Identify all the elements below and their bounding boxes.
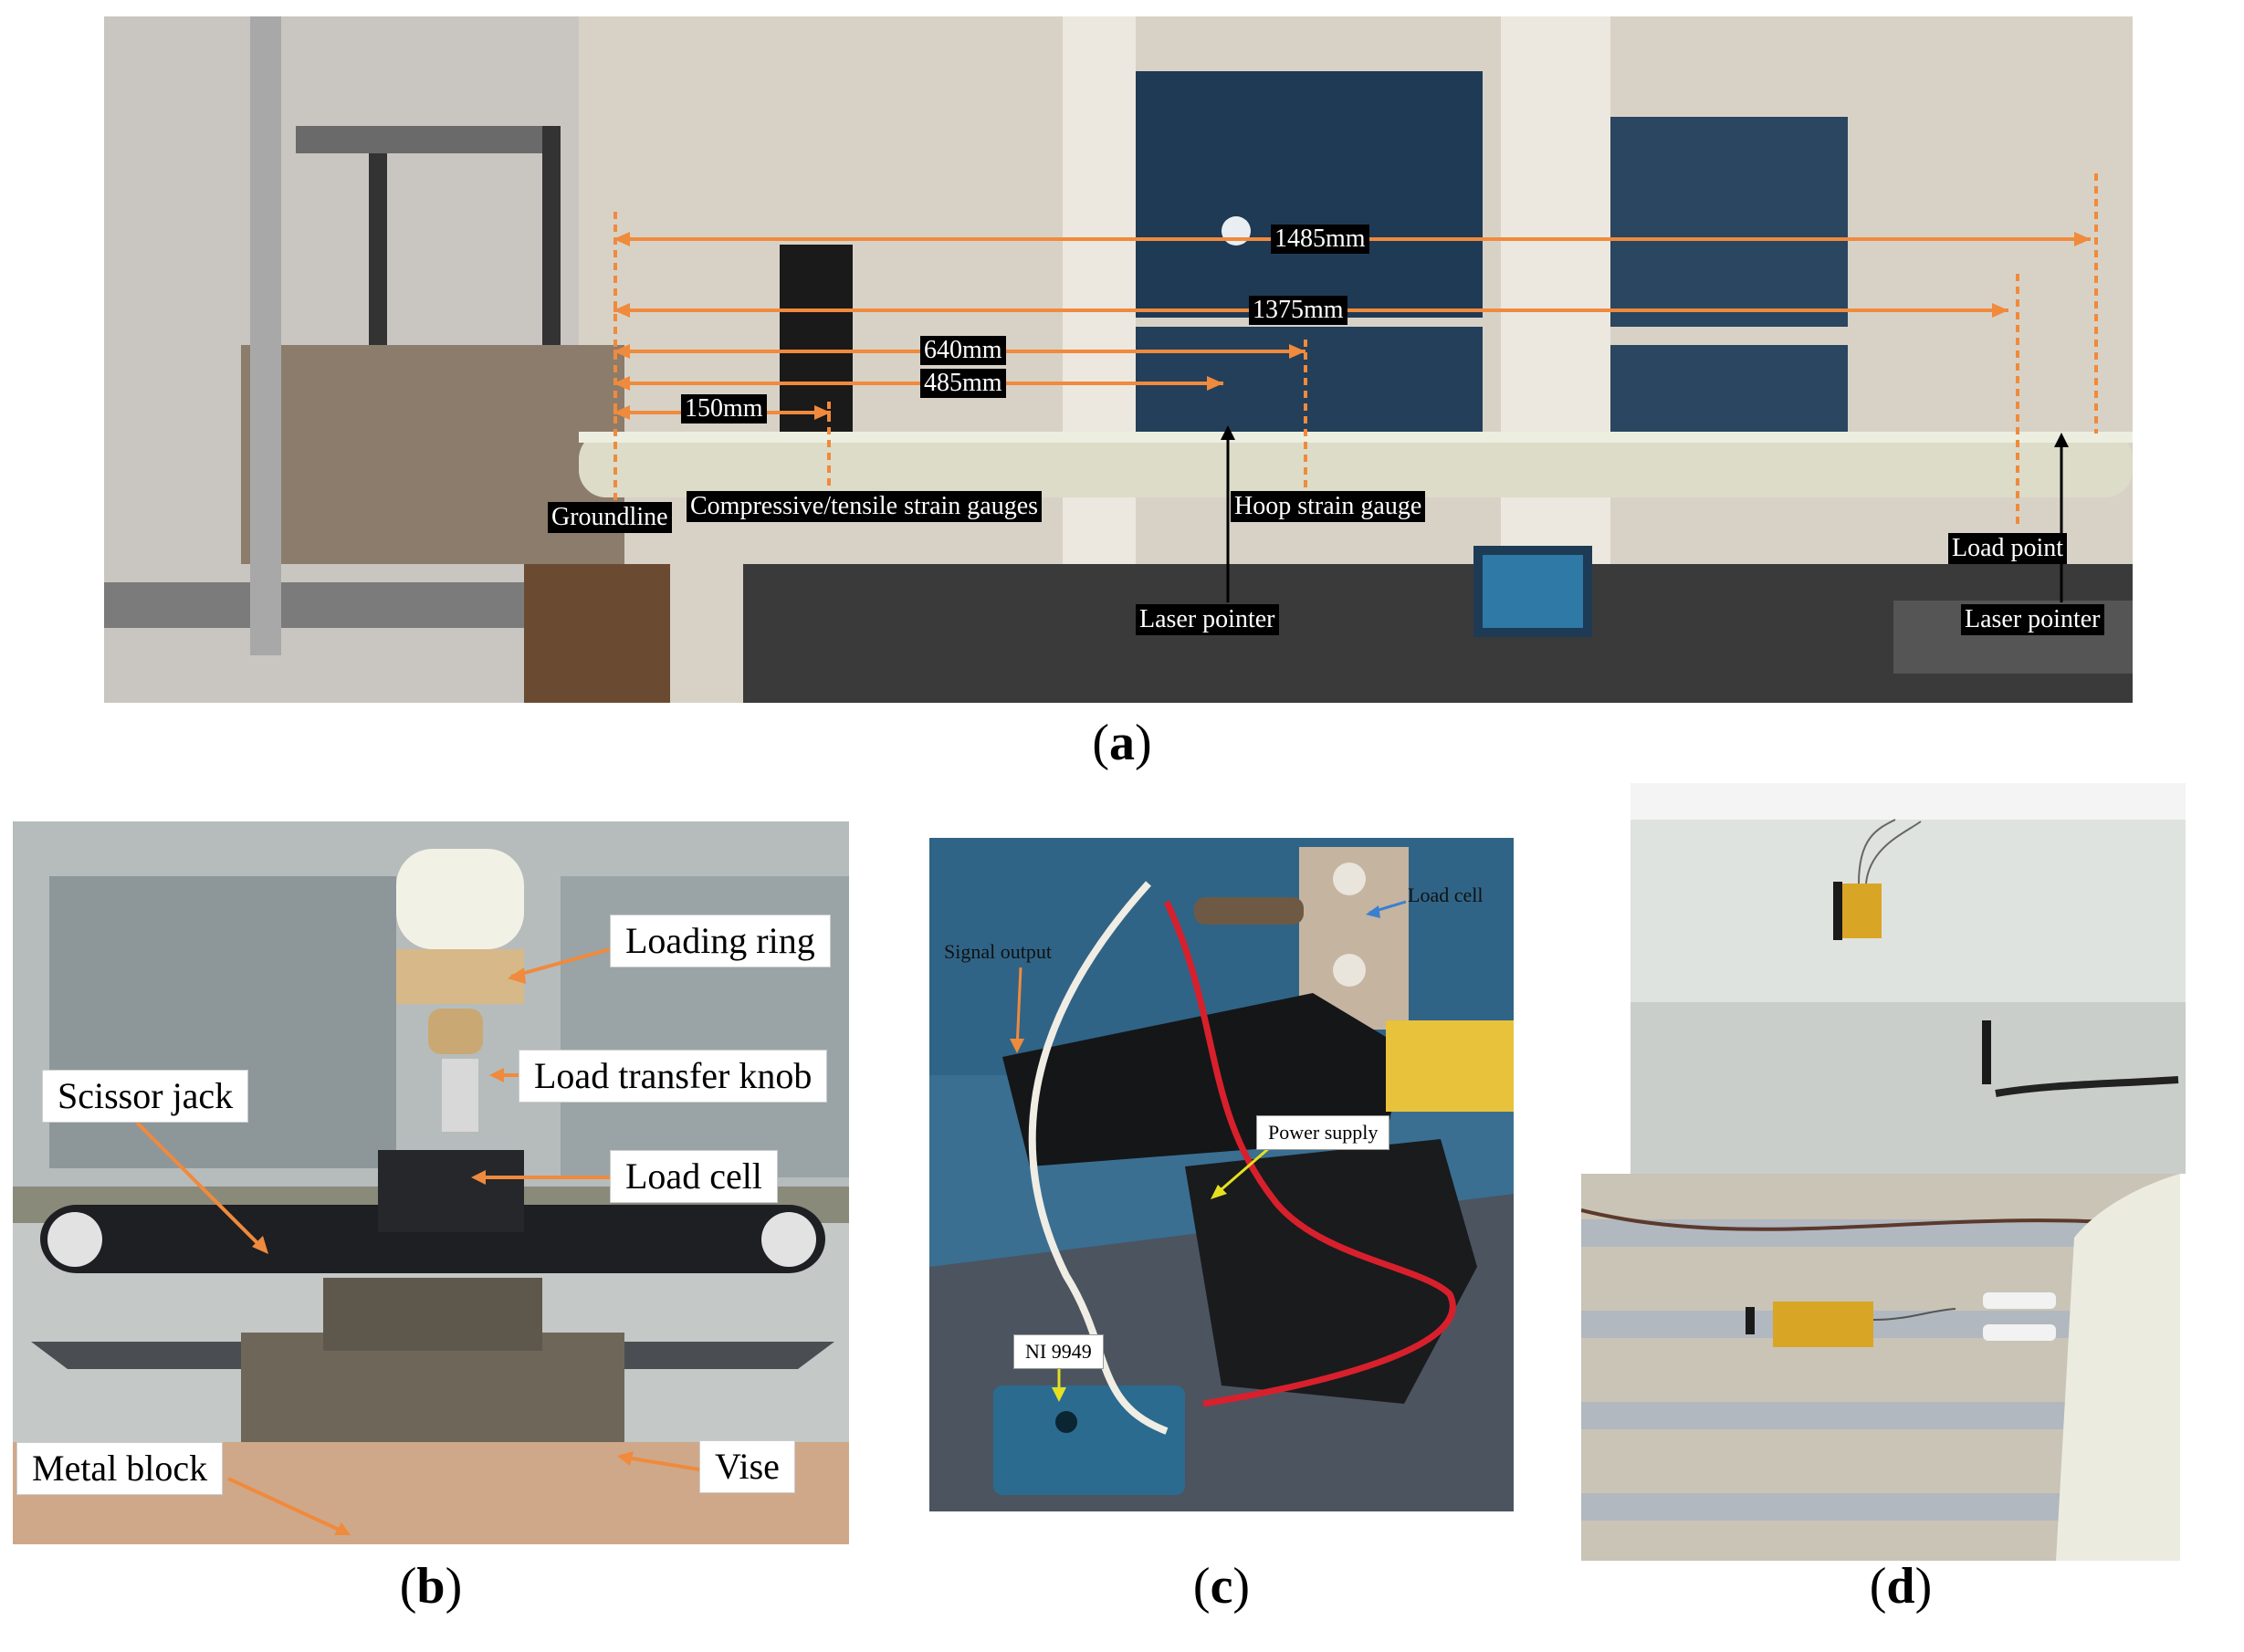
dimension-label-485mm: 485mm xyxy=(920,369,1006,398)
strain-gauges-label: Compressive/tensile strain gauges xyxy=(687,491,1043,522)
caption-c: (c) xyxy=(1192,1558,1251,1615)
laser-pointer-label-2: Laser pointer xyxy=(1961,604,2104,635)
groundline-label: Groundline xyxy=(548,502,672,533)
panel-a-photo xyxy=(104,16,2133,703)
load-cell-wiring-illustration xyxy=(929,838,1514,1511)
hoop-gauge-label: Hoop strain gauge xyxy=(1231,491,1426,522)
caption-b: (b) xyxy=(399,1558,463,1615)
ni-module-label: NI 9949 xyxy=(1013,1334,1104,1369)
scissor-jack-label: Scissor jack xyxy=(42,1070,249,1123)
load-cell-label-c: Load cell xyxy=(1408,884,1484,906)
laser-pointer-label-1: Laser pointer xyxy=(1136,604,1279,635)
caption-a: (a) xyxy=(1092,715,1152,771)
dimension-label-640mm: 640mm xyxy=(920,336,1006,365)
vise-label: Vise xyxy=(699,1440,795,1493)
metal-block-label: Metal block xyxy=(16,1442,224,1495)
dimension-label-1375mm: 1375mm xyxy=(1249,296,1347,325)
strain-gauge-top-illustration xyxy=(1631,783,2186,1174)
power-supply-label: Power supply xyxy=(1256,1115,1390,1150)
strain-gauge-bottom-illustration xyxy=(1581,1174,2180,1561)
load-transfer-knob-label: Load transfer knob xyxy=(519,1050,828,1103)
loading-ring-label: Loading ring xyxy=(610,915,831,967)
panel-d-top-photo xyxy=(1631,783,2186,1174)
dimension-label-150mm: 150mm xyxy=(681,394,767,423)
caption-d: (d) xyxy=(1869,1558,1933,1615)
lab-setup-illustration xyxy=(104,16,2133,703)
dimension-label-1485mm: 1485mm xyxy=(1271,225,1369,254)
load-cell-label-b: Load cell xyxy=(610,1150,778,1203)
panel-c-photo xyxy=(929,838,1514,1511)
load-point-label: Load point xyxy=(1948,533,2068,564)
panel-d-bottom-photo xyxy=(1581,1174,2180,1561)
signal-output-label: Signal output xyxy=(944,940,1052,963)
